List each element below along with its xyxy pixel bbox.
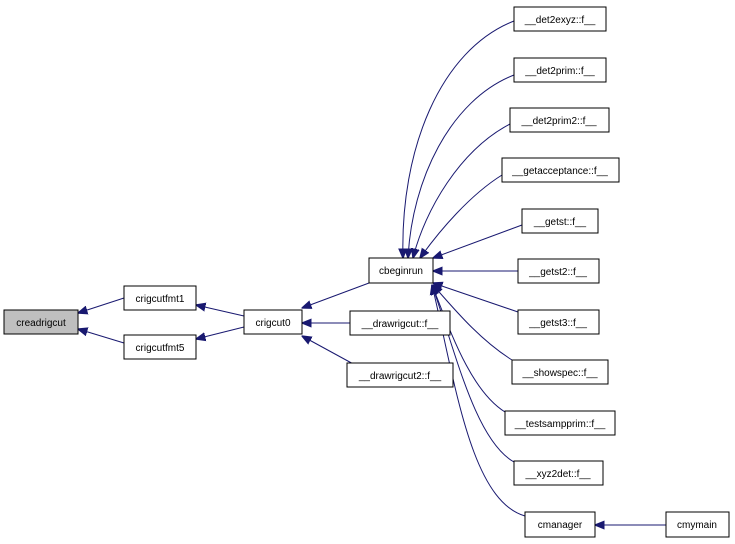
node-drawrigcut[interactable]: __drawrigcut::f__ (349, 310, 451, 336)
edge-crigcutfmt5-to-creadrigcut (78, 329, 125, 344)
node-label-cmymain: cmymain (677, 520, 717, 531)
node-getst[interactable]: __getst::f__ (521, 208, 599, 234)
node-cmanager[interactable]: cmanager (524, 511, 596, 538)
node-cmymain[interactable]: cmymain (665, 511, 730, 538)
node-label-cmanager: cmanager (538, 520, 583, 531)
edge-showspec-to-cbeginrun (433, 285, 513, 361)
node-label-crigcutfmt5: crigcutfmt5 (136, 343, 185, 354)
node-label-testsampprim: __testsampprim::f__ (514, 419, 606, 430)
node-getst2[interactable]: __getst2::f__ (517, 258, 600, 284)
node-label-crigcut0: crigcut0 (255, 318, 290, 329)
node-label-det2prim: __det2prim::f__ (524, 66, 595, 77)
node-label-xyz2det: __xyz2det::f__ (524, 469, 590, 480)
edges (78, 20, 666, 525)
edge-det2prim-to-cbeginrun (408, 74, 515, 258)
edge-xyz2det-to-cbeginrun (432, 285, 515, 463)
edge-drawrigcut2-to-crigcut0 (302, 336, 358, 367)
edge-getacceptance-to-cbeginrun (420, 174, 503, 258)
node-crigcutfmt5[interactable]: crigcutfmt5 (123, 334, 197, 360)
node-crigcut0[interactable]: crigcut0 (243, 309, 303, 335)
edge-det2exyz-to-cbeginrun (403, 20, 515, 258)
node-crigcutfmt1[interactable]: crigcutfmt1 (123, 285, 197, 311)
edge-cbeginrun-to-crigcut0 (302, 282, 370, 308)
node-showspec[interactable]: __showspec::f__ (511, 359, 609, 385)
node-getacceptance[interactable]: __getacceptance::f__ (501, 157, 620, 183)
node-drawrigcut2[interactable]: __drawrigcut2::f__ (346, 362, 454, 388)
edge-getst-to-cbeginrun (433, 224, 523, 258)
node-det2prim[interactable]: __det2prim::f__ (513, 57, 607, 83)
edge-crigcutfmt1-to-creadrigcut (78, 297, 125, 313)
edge-det2prim2-to-cbeginrun (413, 123, 511, 258)
node-label-drawrigcut: __drawrigcut::f__ (361, 319, 439, 330)
nodes: creadrigcut crigcutfmt1 crigcutfmt5 crig… (3, 6, 730, 538)
node-label-drawrigcut2: __drawrigcut2::f__ (358, 371, 442, 382)
node-det2exyz[interactable]: __det2exyz::f__ (513, 6, 607, 32)
node-label-crigcutfmt1: crigcutfmt1 (136, 294, 185, 305)
edge-testsampprim-to-cbeginrun (432, 285, 506, 413)
node-getst3[interactable]: __getst3::f__ (517, 309, 600, 335)
edge-crigcut0-to-crigcutfmt1 (196, 305, 245, 317)
node-label-showspec: __showspec::f__ (521, 368, 597, 379)
node-label-det2prim2: __det2prim2::f__ (520, 116, 596, 127)
node-label-getacceptance: __getacceptance::f__ (511, 166, 608, 177)
node-label-det2exyz: __det2exyz::f__ (524, 15, 596, 26)
node-label-cbeginrun: cbeginrun (379, 266, 423, 277)
node-cbeginrun[interactable]: cbeginrun (368, 257, 434, 284)
edge-getst3-to-cbeginrun (433, 283, 519, 313)
node-label-creadrigcut: creadrigcut (16, 318, 66, 329)
node-xyz2det[interactable]: __xyz2det::f__ (513, 460, 604, 486)
node-creadrigcut[interactable]: creadrigcut (3, 309, 79, 335)
node-label-getst3: __getst3::f__ (528, 318, 587, 329)
node-label-getst: __getst::f__ (533, 217, 587, 228)
node-label-getst2: __getst2::f__ (528, 267, 587, 278)
node-testsampprim[interactable]: __testsampprim::f__ (504, 410, 616, 436)
edge-crigcut0-to-crigcutfmt5 (196, 326, 245, 339)
node-det2prim2[interactable]: __det2prim2::f__ (509, 107, 610, 133)
